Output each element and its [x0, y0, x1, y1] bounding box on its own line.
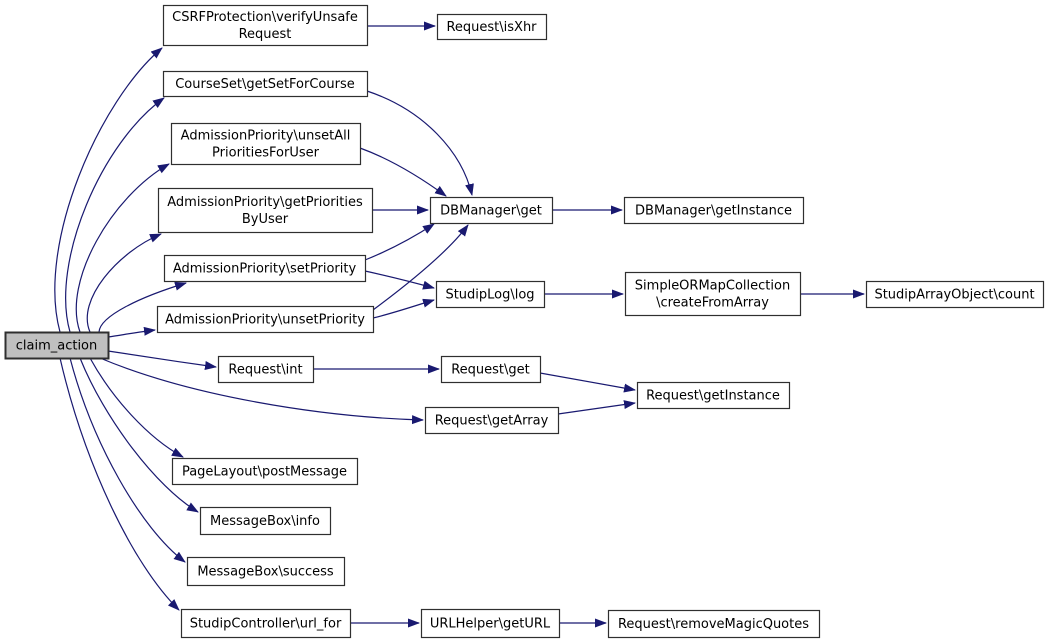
node-box-studiplog[interactable]: [435, 280, 546, 309]
node-box-unsetpriority[interactable]: [156, 305, 375, 334]
node-label-courseset-line1: CourseSet\getSetForCourse: [175, 77, 355, 92]
node-label-arraycount-line1: StudipArrayObject\count: [874, 288, 1034, 303]
node-label-studiplog-line1: StudipLog\log: [445, 288, 534, 303]
node-box-msginfo[interactable]: [199, 506, 332, 536]
node-msginfo[interactable]: MessageBox\info: [199, 506, 332, 536]
node-label-dbmget-line1: DBManager\get: [440, 204, 542, 219]
node-label-unsetall-line1: AdmissionPriority\unsetAll: [181, 129, 351, 144]
node-reqgetarray[interactable]: Request\getArray: [424, 406, 560, 435]
nodes-layer: claim_action CSRFProtection\verifyUnsafeR…: [4, 4, 1045, 639]
node-label-reqgetarray-line1: Request\getArray: [435, 414, 549, 429]
node-box-msgsuccess[interactable]: [186, 556, 346, 587]
node-box-removemagic[interactable]: [607, 609, 821, 639]
node-box-reqgetarray[interactable]: [424, 406, 560, 435]
edge-claim_action-to-msgsuccess: [69, 357, 186, 563]
node-simpleormap[interactable]: SimpleORMapCollection \createFromArray: [624, 271, 802, 317]
node-label-getpriorities-line2: ByUser: [242, 212, 289, 227]
node-reqgetinstance[interactable]: Request\getInstance: [636, 381, 791, 410]
edge-unsetall-to-dbmget: [359, 147, 447, 197]
node-box-dbmgetinstance[interactable]: [623, 196, 805, 225]
edge-claim_action-to-unsetpriority: [107, 326, 156, 338]
node-box-urlhelper[interactable]: [420, 608, 561, 639]
node-box-simpleormap[interactable]: [624, 271, 802, 317]
node-box-postmessage[interactable]: [171, 457, 359, 486]
node-arraycount[interactable]: StudipArrayObject\count: [865, 280, 1045, 309]
edge-setpriority-to-dbmget: [364, 223, 435, 261]
node-setpriority[interactable]: AdmissionPriority\setPriority: [163, 254, 367, 283]
node-label-setpriority-line1: AdmissionPriority\setPriority: [173, 262, 357, 277]
node-box-setpriority[interactable]: [163, 254, 367, 283]
node-label-urlhelper-line1: URLHelper\getURL: [430, 617, 551, 632]
node-label-simpleormap-line2: \createFromArray: [656, 296, 769, 311]
node-reqint[interactable]: Request\int: [217, 355, 315, 384]
node-label-msginfo-line1: MessageBox\info: [210, 514, 320, 529]
node-label-dbmgetinstance-line1: DBManager\getInstance: [635, 204, 792, 219]
node-label-csrf-line2: Request: [239, 27, 292, 42]
node-label-claim_action-line1: claim_action: [16, 339, 98, 354]
node-label-msgsuccess-line1: MessageBox\success: [197, 565, 334, 580]
node-isxhr[interactable]: Request\isXhr: [436, 13, 548, 41]
node-label-reqint-line1: Request\int: [228, 363, 302, 378]
node-box-claim_action[interactable]: [4, 331, 110, 360]
edge-claim_action-to-csrf: [54, 47, 163, 333]
node-removemagic[interactable]: Request\removeMagicQuotes: [607, 609, 821, 639]
node-courseset[interactable]: CourseSet\getSetForCourse: [162, 70, 369, 98]
edge-claim_action-to-reqint: [107, 350, 217, 370]
node-label-unsetpriority-line1: AdmissionPriority\unsetPriority: [165, 313, 365, 328]
edge-courseset-to-dbmget: [366, 90, 474, 196]
node-box-reqint[interactable]: [217, 355, 315, 384]
edge-claim_action-to-msginfo: [79, 357, 199, 513]
node-dbmgetinstance[interactable]: DBManager\getInstance: [623, 196, 805, 225]
node-box-csrf[interactable]: [162, 4, 369, 47]
edges-layer: [54, 21, 865, 628]
node-label-urlfor-line1: StudipController\url_for: [190, 617, 342, 632]
node-label-unsetall-line2: PrioritiesForUser: [212, 146, 320, 161]
node-label-csrf-line1: CSRFProtection\verifyUnsafe: [172, 10, 358, 25]
node-box-unsetall[interactable]: [170, 122, 362, 166]
node-box-arraycount[interactable]: [865, 280, 1045, 309]
node-label-removemagic-line1: Request\removeMagicQuotes: [618, 617, 809, 632]
edge-claim_action-to-setpriority: [98, 281, 187, 333]
node-box-isxhr[interactable]: [436, 13, 548, 41]
node-msgsuccess[interactable]: MessageBox\success: [186, 556, 346, 587]
node-box-reqgetinstance[interactable]: [636, 381, 791, 410]
node-postmessage[interactable]: PageLayout\postMessage: [171, 457, 359, 486]
node-unsetall[interactable]: AdmissionPriority\unsetAllPrioritiesForU…: [170, 122, 362, 166]
node-studiplog[interactable]: StudipLog\log: [435, 280, 546, 309]
edge-claim_action-to-urlfor: [59, 357, 180, 611]
node-urlhelper[interactable]: URLHelper\getURL: [420, 608, 561, 639]
edge-unsetpriority-to-studiplog: [372, 298, 435, 319]
node-label-reqgetinstance-line1: Request\getInstance: [646, 389, 780, 404]
node-label-postmessage-line1: PageLayout\postMessage: [182, 465, 347, 480]
node-box-reqget[interactable]: [440, 355, 542, 384]
node-label-isxhr-line1: Request\isXhr: [446, 20, 537, 35]
edge-claim_action-to-getpriorities: [86, 233, 162, 333]
node-box-dbmget[interactable]: [429, 196, 554, 225]
edge-reqget-to-reqgetinstance: [539, 372, 636, 393]
edge-claim_action-to-postmessage: [89, 357, 184, 458]
edge-claim_action-to-unsetall: [75, 163, 170, 333]
edge-setpriority-to-studiplog: [364, 270, 435, 290]
node-box-urlfor[interactable]: [180, 608, 352, 639]
node-box-courseset[interactable]: [162, 70, 369, 98]
node-urlfor[interactable]: StudipController\url_for: [180, 608, 352, 639]
edge-unsetpriority-to-dbmget: [372, 224, 469, 311]
node-box-getpriorities[interactable]: [157, 187, 374, 234]
edge-reqgetarray-to-reqgetinstance: [557, 400, 636, 415]
node-claim_action[interactable]: claim_action: [4, 331, 110, 360]
node-unsetpriority[interactable]: AdmissionPriority\unsetPriority: [156, 305, 375, 334]
node-label-reqget-line1: Request\get: [451, 363, 530, 378]
node-dbmget[interactable]: DBManager\get: [429, 196, 554, 225]
node-label-getpriorities-line1: AdmissionPriority\getPriorities: [167, 195, 363, 210]
node-reqget[interactable]: Request\get: [440, 355, 542, 384]
edge-claim_action-to-reqgetarray: [99, 357, 424, 425]
edge-claim_action-to-courseset: [65, 97, 165, 333]
node-label-simpleormap-line1: SimpleORMapCollection: [635, 279, 790, 294]
